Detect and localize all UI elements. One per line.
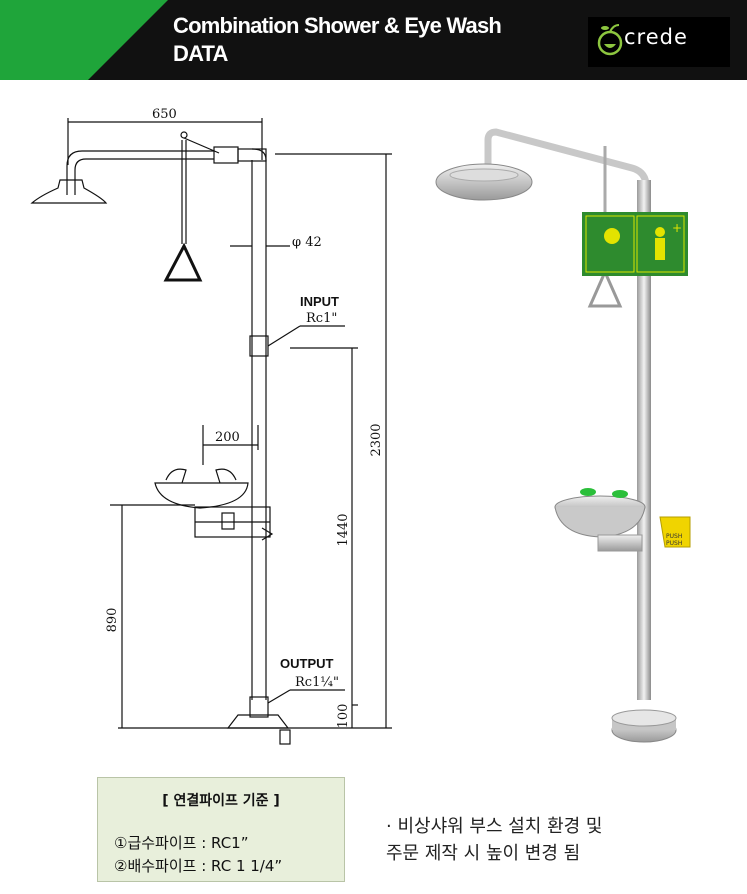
logo-text: crede xyxy=(624,25,688,49)
output-size: Rc1¼" xyxy=(295,675,339,690)
dim-total-height: 2300 xyxy=(369,423,384,456)
safety-sign xyxy=(582,212,688,276)
input-size: Rc1" xyxy=(306,311,337,326)
dim-bowl-offset: 200 xyxy=(215,430,240,445)
page-title: Combination Shower & Eye Wash DATA xyxy=(173,12,502,68)
push-handle xyxy=(659,516,691,548)
product-photo: + PUSH PUSH xyxy=(435,128,691,743)
connection-pipe-box: [ 연결파이프 기준 ] ①급수파이프 : RC1” ②배수파이프 : RC 1… xyxy=(97,777,345,882)
note-line-2: 주문 제작 시 높이 변경 됨 xyxy=(386,843,581,864)
eye-wash-nozzle-icon-2 xyxy=(612,490,628,498)
push-label-1: PUSH xyxy=(666,533,682,540)
brand-logo: crede xyxy=(588,17,730,67)
title-line-1: Combination Shower & Eye Wash xyxy=(173,13,502,38)
note-line-1: · 비상샤워 부스 설치 환경 및 xyxy=(386,816,603,837)
dim-width: 650 xyxy=(152,107,177,122)
eye-wash-nozzle-icon xyxy=(580,488,596,496)
connection-box-title: [ 연결파이프 기준 ] xyxy=(162,793,280,809)
apple-logo-icon xyxy=(597,24,623,56)
green-stripe xyxy=(0,0,168,80)
push-label-2: PUSH xyxy=(666,540,682,547)
height-change-note: · 비상샤워 부스 설치 환경 및 주문 제작 시 높이 변경 됨 xyxy=(386,813,603,867)
dim-pipe-diameter: φ 42 xyxy=(292,235,322,250)
dim-bowl-height: 890 xyxy=(105,608,120,633)
supply-pipe-spec: ①급수파이프 : RC1” xyxy=(114,834,249,852)
svg-text:+: + xyxy=(672,221,682,235)
shower-person-icon xyxy=(655,227,665,237)
dim-input-height: 1440 xyxy=(336,513,351,546)
output-label: OUTPUT xyxy=(280,656,334,671)
title-line-2: DATA xyxy=(173,41,228,66)
input-label: INPUT xyxy=(300,294,339,309)
drain-pipe-spec: ②배수파이프 : RC 1 1/4” xyxy=(114,857,283,875)
eye-wash-icon xyxy=(604,228,620,244)
header-banner: Combination Shower & Eye Wash DATA crede xyxy=(0,0,747,80)
dim-base-height: 100 xyxy=(336,704,351,729)
technical-drawing: 650 φ 42 INPUT Rc1" 200 OUTPUT Rc1¼" 230… xyxy=(30,107,392,745)
